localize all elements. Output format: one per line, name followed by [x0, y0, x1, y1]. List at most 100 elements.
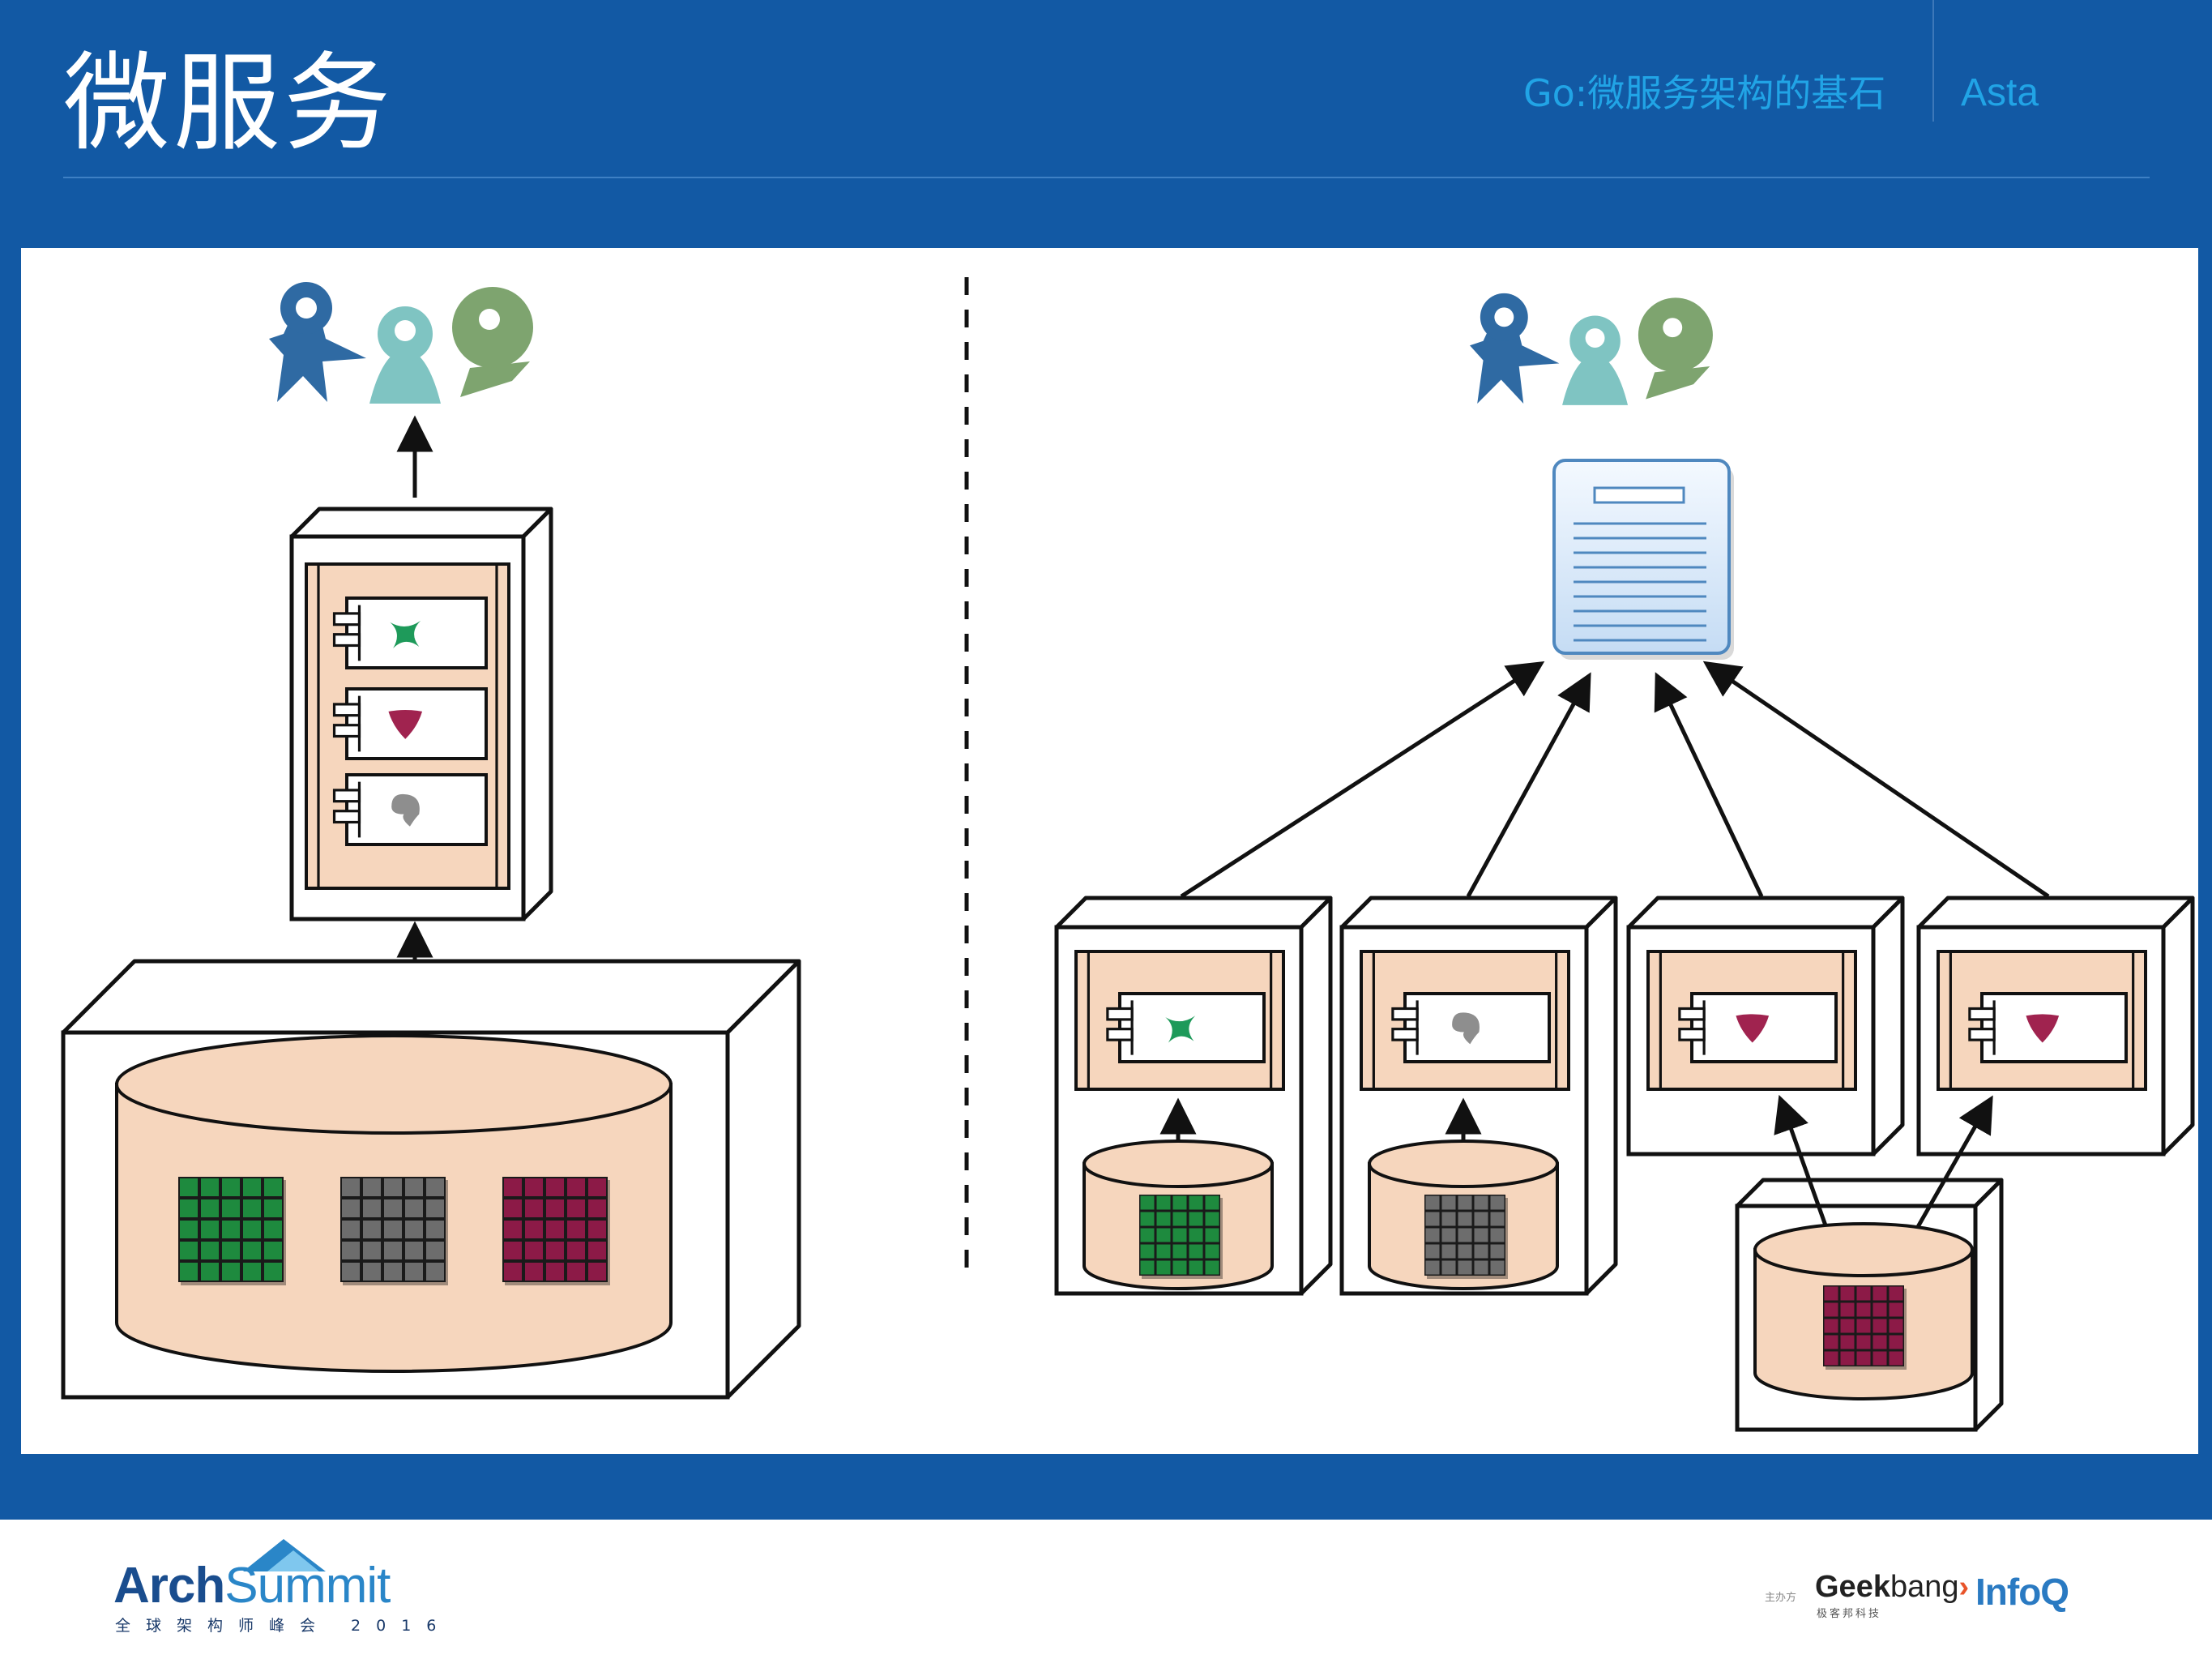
table-cell: [1458, 1195, 1472, 1210]
component-card: [345, 596, 488, 669]
author-name: Asta: [1961, 71, 2039, 114]
table-cell: [1490, 1244, 1505, 1259]
table-cell: [1205, 1228, 1219, 1242]
shared-db-arrow-to-service4: [1910, 1095, 1993, 1238]
table-cell: [384, 1178, 402, 1196]
table-cell: [546, 1199, 564, 1217]
table-cell: [363, 1199, 381, 1217]
table-cell: [525, 1242, 543, 1259]
table-cell: [1156, 1212, 1171, 1226]
table-cell: [1824, 1335, 1838, 1349]
table-cell: [1490, 1260, 1505, 1275]
table-cell: [546, 1242, 564, 1259]
table-cell: [426, 1199, 444, 1217]
archsummit-thin: Summit: [224, 1558, 391, 1614]
api-document-header: [1593, 486, 1685, 504]
table-cell: [180, 1221, 198, 1238]
component-tab: [1678, 1007, 1706, 1021]
left-users: [269, 282, 533, 404]
table-cell: [567, 1199, 585, 1217]
table-cell: [180, 1263, 198, 1281]
table-cell: [363, 1221, 381, 1238]
table-cell: [1172, 1195, 1187, 1210]
table-cell: [1156, 1195, 1171, 1210]
user-pin-icon: [452, 287, 533, 397]
box-top-face: [289, 507, 553, 539]
table-cell: [1205, 1244, 1219, 1259]
table-cell: [1205, 1212, 1219, 1226]
table-cell: [201, 1178, 219, 1196]
table-cell: [567, 1221, 585, 1238]
table-cell: [180, 1199, 198, 1217]
table-cell: [1824, 1286, 1838, 1301]
table-cell: [222, 1178, 240, 1196]
table-cell: [567, 1178, 585, 1196]
archsummit-bold: Arch: [113, 1558, 225, 1614]
table-cell: [504, 1221, 522, 1238]
user-pawn-icon: [1562, 315, 1629, 405]
user-star-body: [269, 313, 366, 402]
table-cell: [504, 1242, 522, 1259]
table-cell: [1856, 1286, 1871, 1301]
table-cell: [1840, 1335, 1855, 1349]
table-cell: [1840, 1302, 1855, 1317]
table-cell: [1840, 1351, 1855, 1366]
sponsor-logos: 主办方 Geekbang› 极客邦科技 InfoQ: [1758, 1564, 2099, 1629]
user-star-icon: [1470, 293, 1560, 404]
user-pawn-eye: [1585, 328, 1605, 348]
cylinder-top: [115, 1034, 673, 1135]
table-cell: [1824, 1302, 1838, 1317]
table-cell: [384, 1199, 402, 1217]
table-cell: [1873, 1286, 1887, 1301]
table-cell: [1425, 1244, 1440, 1259]
table-cell: [588, 1178, 606, 1196]
table-cell: [342, 1178, 360, 1196]
talk-title: Go:微服务架构的基石: [1523, 71, 1886, 115]
table-cell: [384, 1242, 402, 1259]
table-cell: [363, 1178, 381, 1196]
blob-icon-shape: [1452, 1012, 1480, 1045]
table-cell: [264, 1178, 282, 1196]
table-cell: [222, 1263, 240, 1281]
box-side-face: [1871, 896, 1905, 1157]
table-cell: [264, 1221, 282, 1238]
left-component-1: [332, 596, 488, 669]
component-card: [1118, 992, 1266, 1063]
service-4-component: [1968, 992, 2128, 1063]
table-cell: [363, 1242, 381, 1259]
box-side-face: [725, 959, 801, 1400]
blob-icon: [391, 793, 420, 827]
table-cell: [1458, 1244, 1472, 1259]
table-cell: [1873, 1302, 1887, 1317]
table-cell: [426, 1263, 444, 1281]
mountain-logo-icon: [243, 1539, 326, 1571]
table-cell: [1474, 1212, 1488, 1226]
table-cell: [243, 1263, 261, 1281]
box-top-face: [1735, 1178, 2004, 1208]
box-top-face: [1626, 896, 1905, 930]
service-2-component: [1391, 992, 1551, 1063]
table-cell: [525, 1178, 543, 1196]
component-card: [1690, 992, 1838, 1063]
geekbang-subtitle: 极客邦科技: [1817, 1608, 1882, 1620]
geekbang-bold: Geek: [1815, 1570, 1890, 1604]
arrow-service4-to-api: [1702, 661, 2050, 899]
table-cell: [1873, 1319, 1887, 1333]
table-cell: [222, 1221, 240, 1238]
service-1-component: [1106, 992, 1266, 1063]
table-cell: [1889, 1351, 1903, 1366]
table-cell: [1873, 1351, 1887, 1366]
table-cell: [546, 1263, 564, 1281]
table-cell: [243, 1221, 261, 1238]
diagram-canvas: [61, 277, 2195, 1432]
user-pin-eye: [1663, 318, 1683, 338]
user-pin-icon: [1638, 297, 1713, 400]
table-cell: [222, 1242, 240, 1259]
component-tab: [332, 724, 361, 738]
table-cell: [426, 1242, 444, 1259]
table-cell: [1889, 1286, 1903, 1301]
table-cell: [567, 1263, 585, 1281]
user-pawn-icon: [369, 306, 441, 404]
left-table-2: [340, 1177, 448, 1285]
table-cell: [1140, 1212, 1155, 1226]
